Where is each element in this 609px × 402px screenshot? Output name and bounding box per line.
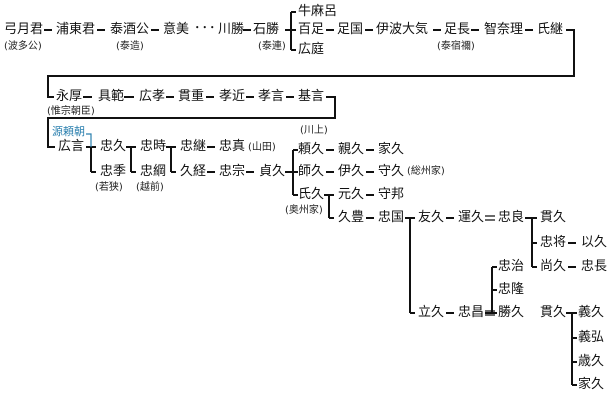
person-name: 久豊: [338, 210, 365, 225]
person-note: (泰造): [116, 41, 144, 52]
person-note: (泰宿禰): [437, 41, 475, 52]
person-name: 立久: [418, 305, 445, 320]
person-name: 智奈理: [484, 22, 524, 37]
person-name: 以久: [581, 235, 608, 250]
sibling-bracket: [405, 217, 415, 314]
person-name: 孝近: [219, 89, 246, 104]
person-name: 忠将: [540, 235, 567, 250]
sibling-bracket: [286, 149, 298, 196]
sibling-bracket: [485, 266, 497, 314]
person-name: 親久: [338, 142, 365, 157]
person-name: 頼久: [298, 142, 325, 157]
person-note: (川上): [300, 125, 328, 136]
person-name: 弓月君: [4, 22, 44, 37]
person-name: 忠時: [140, 139, 167, 154]
generation-wrap-line: [47, 29, 575, 98]
person-name: 足国: [337, 22, 364, 37]
person-name: 川勝: [218, 22, 245, 37]
sibling-bracket: [86, 146, 96, 173]
person-name: 忠継: [180, 139, 207, 154]
person-note: (泰連): [258, 41, 286, 52]
adoption-double-line: [485, 310, 495, 316]
person-name: 忠久: [100, 139, 127, 154]
person-name: 広言: [58, 139, 85, 154]
person-name: 広孝: [139, 89, 166, 104]
person-name: 義久: [578, 305, 605, 320]
person-name: 運久: [458, 210, 485, 225]
person-name: 忠治: [498, 259, 525, 274]
person-name: 浦東君: [56, 22, 96, 37]
minamoto-link-line: [86, 133, 92, 147]
person-name: 基言: [298, 89, 325, 104]
person-name: 伊波大気: [376, 22, 429, 37]
person-name: 氏久: [298, 187, 325, 202]
person-name: 歳久: [578, 354, 605, 369]
person-name: 意美: [163, 22, 190, 37]
person-note: (越前): [136, 182, 164, 193]
person-note: (奥州家): [285, 205, 323, 216]
person-name: 伊久: [338, 164, 365, 179]
person-name: 忠綱: [140, 164, 167, 179]
sibling-bracket: [566, 312, 577, 386]
person-name: 師久: [298, 164, 325, 179]
person-name: 氏継: [537, 22, 564, 37]
person-name: 貫久: [540, 210, 567, 225]
person-name: 守邦: [378, 187, 405, 202]
person-name: 貫久: [540, 305, 567, 320]
sibling-bracket: [126, 146, 136, 173]
person-name: 友久: [418, 210, 445, 225]
person-name: 忠季: [100, 164, 127, 179]
person-name: 尚久: [540, 259, 567, 274]
person-name: 牛麻呂: [298, 4, 338, 19]
person-name: 久経: [180, 164, 207, 179]
person-name: 貫重: [178, 89, 205, 104]
person-name: 忠長: [581, 259, 608, 274]
person-name: 家久: [378, 142, 405, 157]
person-name: 忠宗: [219, 164, 246, 179]
person-name: 足長: [444, 22, 471, 37]
person-minamoto-yoritomo: 源頼朝: [52, 125, 85, 138]
person-name: 忠良: [498, 210, 525, 225]
person-name: 義弘: [578, 330, 605, 345]
person-name: 元久: [338, 187, 365, 202]
person-name: 忠真: [219, 139, 246, 154]
person-name: 家久: [578, 377, 605, 392]
person-note: (波多公): [4, 41, 42, 52]
generation-wrap-line: [47, 96, 336, 148]
person-note: (惟宗朝臣): [47, 106, 95, 117]
person-name: 広庭: [298, 42, 325, 57]
sibling-bracket: [285, 11, 296, 51]
person-name: 守久: [378, 164, 405, 179]
person-name: 忠国: [378, 210, 405, 225]
sibling-bracket: [166, 146, 176, 173]
person-name: 孝言: [258, 89, 285, 104]
sibling-bracket: [525, 217, 537, 268]
person-name: 勝久: [498, 305, 525, 320]
adoption-double-line: [485, 215, 495, 221]
person-name: 永厚: [56, 89, 83, 104]
person-name: 石勝: [253, 22, 280, 37]
person-name: 貞久: [259, 164, 286, 179]
person-name: 忠隆: [498, 282, 525, 297]
person-note: (総州家): [407, 166, 445, 177]
person-name: 忠昌: [458, 305, 485, 320]
person-name: 百足: [298, 22, 325, 37]
person-name: 具範: [98, 89, 125, 104]
person-note: (山田): [248, 142, 276, 153]
person-name: 泰酒公: [110, 22, 150, 37]
person-note: (若狭): [95, 182, 123, 193]
sibling-bracket: [324, 194, 334, 219]
ellipsis-gap: ･･･: [194, 21, 217, 36]
